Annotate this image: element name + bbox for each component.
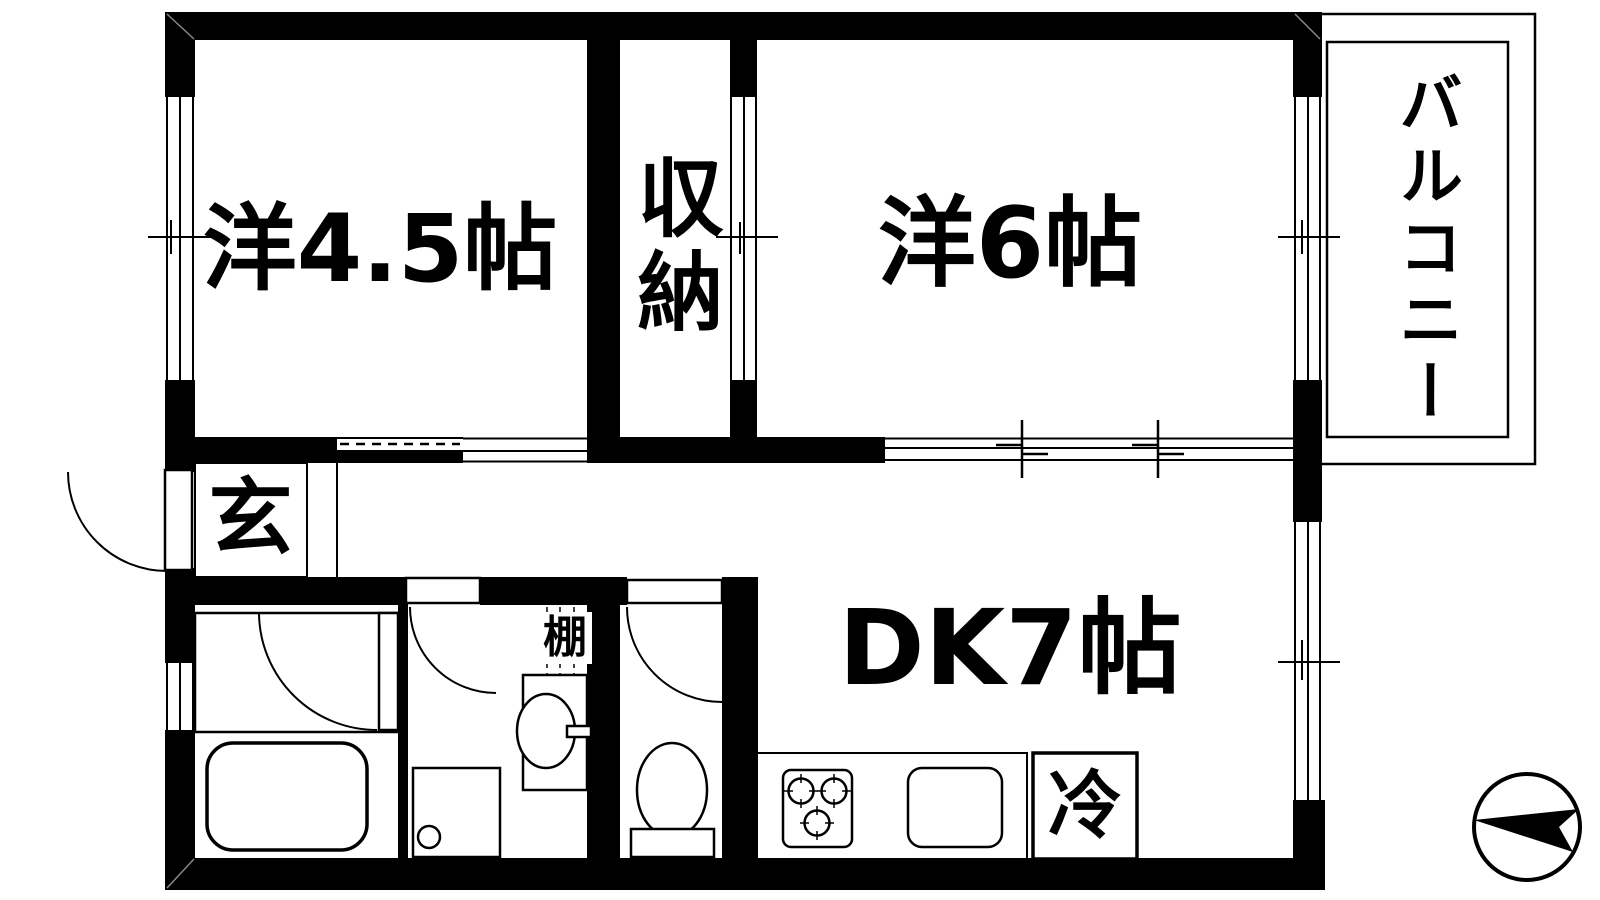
entrance-door-swing-arc bbox=[67, 471, 168, 572]
kitchen-counter-edge bbox=[758, 752, 1028, 858]
faucet bbox=[565, 724, 593, 739]
wall-mitre-joints bbox=[166, 13, 1321, 889]
entrance-area bbox=[67, 462, 338, 578]
genkan-box bbox=[194, 462, 308, 578]
bathtub bbox=[205, 741, 369, 852]
refrigerator-box bbox=[1031, 751, 1139, 861]
bath-door-leaf bbox=[377, 611, 400, 732]
bathroom bbox=[193, 611, 400, 852]
label-dining-kitchen: DK7帖 bbox=[838, 587, 1182, 709]
kitchen-sink bbox=[906, 766, 1004, 849]
toilet-door-swing-arc bbox=[626, 606, 723, 703]
label-refrigerator: 冷 bbox=[1048, 763, 1122, 849]
label-western-room-6: 洋6帖 bbox=[877, 187, 1143, 301]
sliding-doors bbox=[337, 420, 1295, 478]
label-western-room-4-5: 洋4.5帖 bbox=[202, 195, 558, 304]
stove-burners bbox=[784, 774, 851, 840]
windows bbox=[148, 97, 1340, 800]
toilet-bowl bbox=[635, 741, 709, 839]
bath-door-swing-arc bbox=[258, 613, 378, 731]
toilet-door-leaf bbox=[625, 578, 724, 605]
washroom-door-swing-arc bbox=[409, 606, 497, 694]
walls bbox=[165, 12, 1325, 890]
north-arrow-icon bbox=[1472, 772, 1582, 882]
label-shelf: 棚 bbox=[538, 612, 592, 664]
washroom-door-leaf bbox=[404, 576, 482, 605]
label-closet: 収納 bbox=[622, 153, 722, 341]
entrance-door-leaf bbox=[163, 468, 194, 572]
label-balcony: バルコニー bbox=[1388, 69, 1462, 430]
toilet-room bbox=[625, 578, 724, 859]
kitchen bbox=[758, 751, 1139, 861]
label-entrance: 玄 bbox=[208, 469, 293, 567]
washing-machine-drain bbox=[416, 824, 442, 850]
toilet-base bbox=[629, 827, 716, 859]
washing-machine bbox=[411, 766, 502, 859]
